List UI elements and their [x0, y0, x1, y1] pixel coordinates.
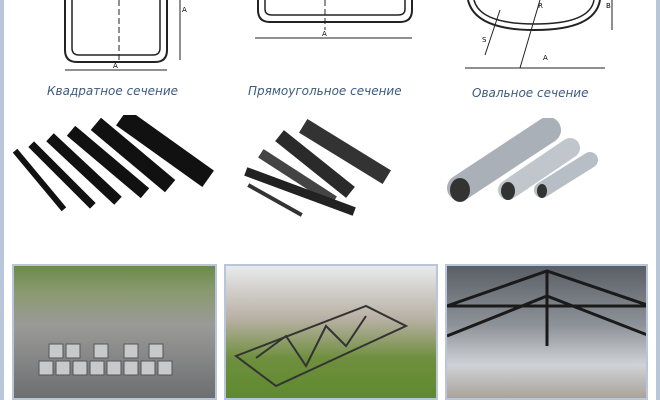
dimension-s: S: [482, 36, 487, 44]
oval-section-drawing: A R S B: [465, 0, 613, 69]
photo-truss-construction: [224, 264, 438, 400]
square-section-drawing: A A: [64, 0, 187, 71]
caption-oval: Овальное сечение: [472, 86, 589, 100]
dimension-a: A: [113, 62, 118, 70]
dimension-a: A: [543, 54, 548, 62]
caption-square: Квадратное сечение: [47, 84, 179, 98]
rectangular-tubes-image: [244, 118, 392, 217]
dimension-a-side: A: [182, 6, 187, 14]
rectangular-section-drawing: A: [255, 0, 413, 39]
tube-stack-illustration: [38, 343, 173, 376]
truss-illustration: [233, 304, 409, 388]
square-tubes-image: [12, 115, 214, 212]
photo-hangar-frame: [445, 264, 648, 400]
oval-tubes-image: [447, 118, 598, 202]
dimension-r: R: [538, 2, 543, 10]
caption-rectangular: Прямоугольное сечение: [248, 84, 402, 98]
photo-tube-stack: [12, 264, 217, 400]
dimension-b: B: [606, 2, 611, 10]
dimension-a: A: [322, 30, 327, 38]
hangar-frame-illustration: [447, 269, 646, 346]
